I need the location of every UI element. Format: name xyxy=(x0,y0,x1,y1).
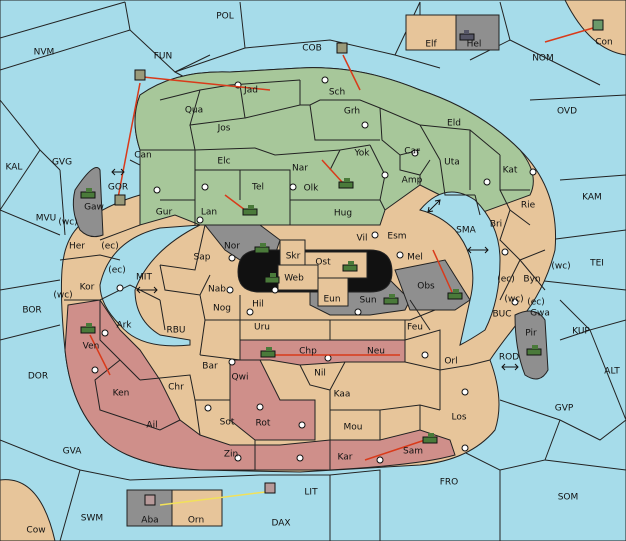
province-skr[interactable] xyxy=(279,239,306,266)
province-orn[interactable] xyxy=(171,489,223,527)
army-icon xyxy=(242,205,258,216)
fleet-icon xyxy=(134,69,146,81)
province-borders xyxy=(59,79,546,470)
army-icon xyxy=(383,294,399,305)
army-icon xyxy=(80,323,96,334)
army-icon xyxy=(338,178,354,189)
inner-sea-sma xyxy=(419,191,501,346)
fleet-icon xyxy=(114,194,126,206)
province-gor-gray[interactable] xyxy=(72,167,104,238)
army-icon xyxy=(254,243,270,254)
red-region-qwi xyxy=(229,359,316,441)
fleet-icon xyxy=(592,19,604,31)
fleet-icon xyxy=(459,30,475,41)
province-eun[interactable] xyxy=(317,277,349,307)
support-arrow xyxy=(159,491,266,506)
army-icon xyxy=(447,289,463,300)
strait-markers xyxy=(111,168,519,371)
army-icon xyxy=(264,273,280,284)
army-icon xyxy=(526,345,542,356)
army-icon xyxy=(80,188,96,199)
province-web[interactable] xyxy=(277,264,319,291)
army-icon xyxy=(342,261,358,272)
green-region xyxy=(134,67,534,226)
units xyxy=(80,19,604,506)
province-hel[interactable] xyxy=(455,14,500,51)
supply-centers xyxy=(91,76,537,464)
inner-sea-channel xyxy=(99,224,201,347)
order-arrows xyxy=(89,27,594,461)
province-elf[interactable] xyxy=(405,14,457,51)
army-icon xyxy=(260,347,276,358)
army-icon xyxy=(422,433,438,444)
fleet-icon xyxy=(336,42,348,54)
fleet-icon xyxy=(144,494,156,506)
fleet-icon xyxy=(264,482,276,494)
province-pir-gray[interactable] xyxy=(514,310,549,380)
